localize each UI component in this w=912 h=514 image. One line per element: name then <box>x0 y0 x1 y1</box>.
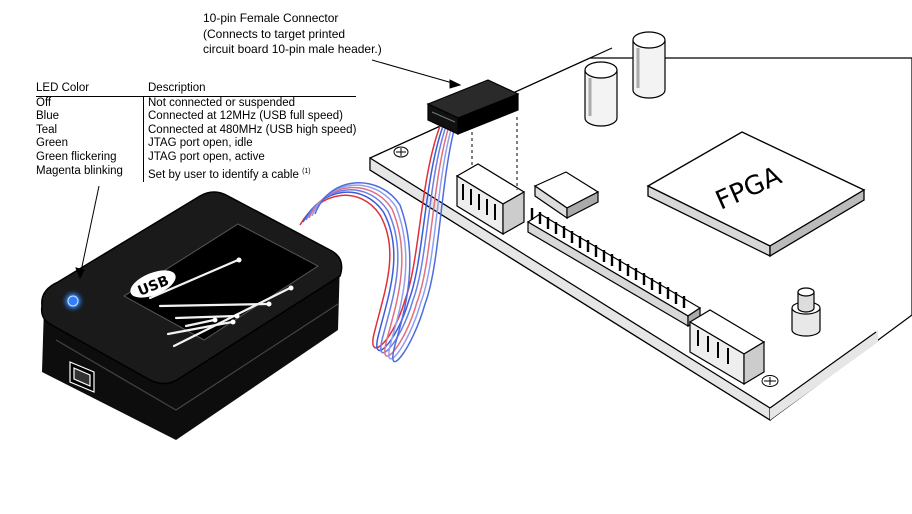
table-row: Magenta blinking Set by user to identify… <box>36 164 356 182</box>
header-led-color: LED Color <box>36 82 90 94</box>
led-color-cell: Green flickering <box>36 150 117 163</box>
led-color-cell: Green <box>36 137 68 150</box>
female-connector <box>426 79 520 135</box>
footnote-marker: (1) <box>302 167 311 175</box>
led-color-cell: Off <box>36 96 52 109</box>
secondary-header <box>688 309 766 386</box>
fpga-chip <box>646 131 866 258</box>
usb-port <box>69 361 95 393</box>
usb-jtag-device <box>40 191 343 440</box>
small-chip <box>533 171 600 220</box>
screw-left <box>393 146 409 158</box>
led-color-cell: Teal <box>36 123 58 136</box>
knob-component <box>791 287 821 337</box>
pin-header-long <box>526 208 702 328</box>
table-row: Green JTAG port open, idle <box>36 137 356 151</box>
table-header: LED Color Description <box>36 82 357 97</box>
connector-note-line-2: (Connects to target printed <box>203 26 346 41</box>
connector-annotation: 10-pin Female Connector (Connects to tar… <box>203 11 382 58</box>
connector-callout-arrow <box>371 59 462 89</box>
led-desc-cell: JTAG port open, idle <box>143 137 253 151</box>
table-row: Green flickering JTAG port open, active <box>36 150 356 165</box>
table-row: Teal Connected at 480MHz (USB high speed… <box>36 123 356 138</box>
led-desc-cell: Set by user to identify a cable (1) <box>143 164 311 182</box>
led-desc-cell: Not connected or suspended <box>143 96 295 111</box>
capacitor-2 <box>632 31 666 99</box>
alignment-guides <box>471 117 518 190</box>
status-led <box>61 289 85 313</box>
male-header-jtag <box>455 163 526 236</box>
connector-note-line-1: 10-pin Female Connector <box>203 11 339 25</box>
led-desc-cell: Connected at 480MHz (USB high speed) <box>143 123 356 138</box>
led-callout-arrow <box>75 185 100 280</box>
led-desc-cell: JTAG port open, active <box>143 150 265 165</box>
led-color-cell: Magenta blinking <box>36 164 123 177</box>
led-desc-cell: Connected at 12MHz (USB full speed) <box>143 110 343 124</box>
table-row: Off Not connected or suspended <box>36 96 356 111</box>
led-status-table: LED Color Description Off Not connected … <box>36 82 357 182</box>
led-color-cell: Blue <box>36 110 60 123</box>
screw-right <box>761 375 779 387</box>
connector-note-line-3: circuit board 10-pin male header.) <box>203 42 382 56</box>
table-row: Blue Connected at 12MHz (USB full speed) <box>36 110 356 124</box>
header-description: Description <box>148 82 206 94</box>
capacitor-1 <box>584 61 618 127</box>
ribbon-cable <box>299 125 456 363</box>
led-desc-text: Set by user to identify a cable <box>148 168 299 181</box>
